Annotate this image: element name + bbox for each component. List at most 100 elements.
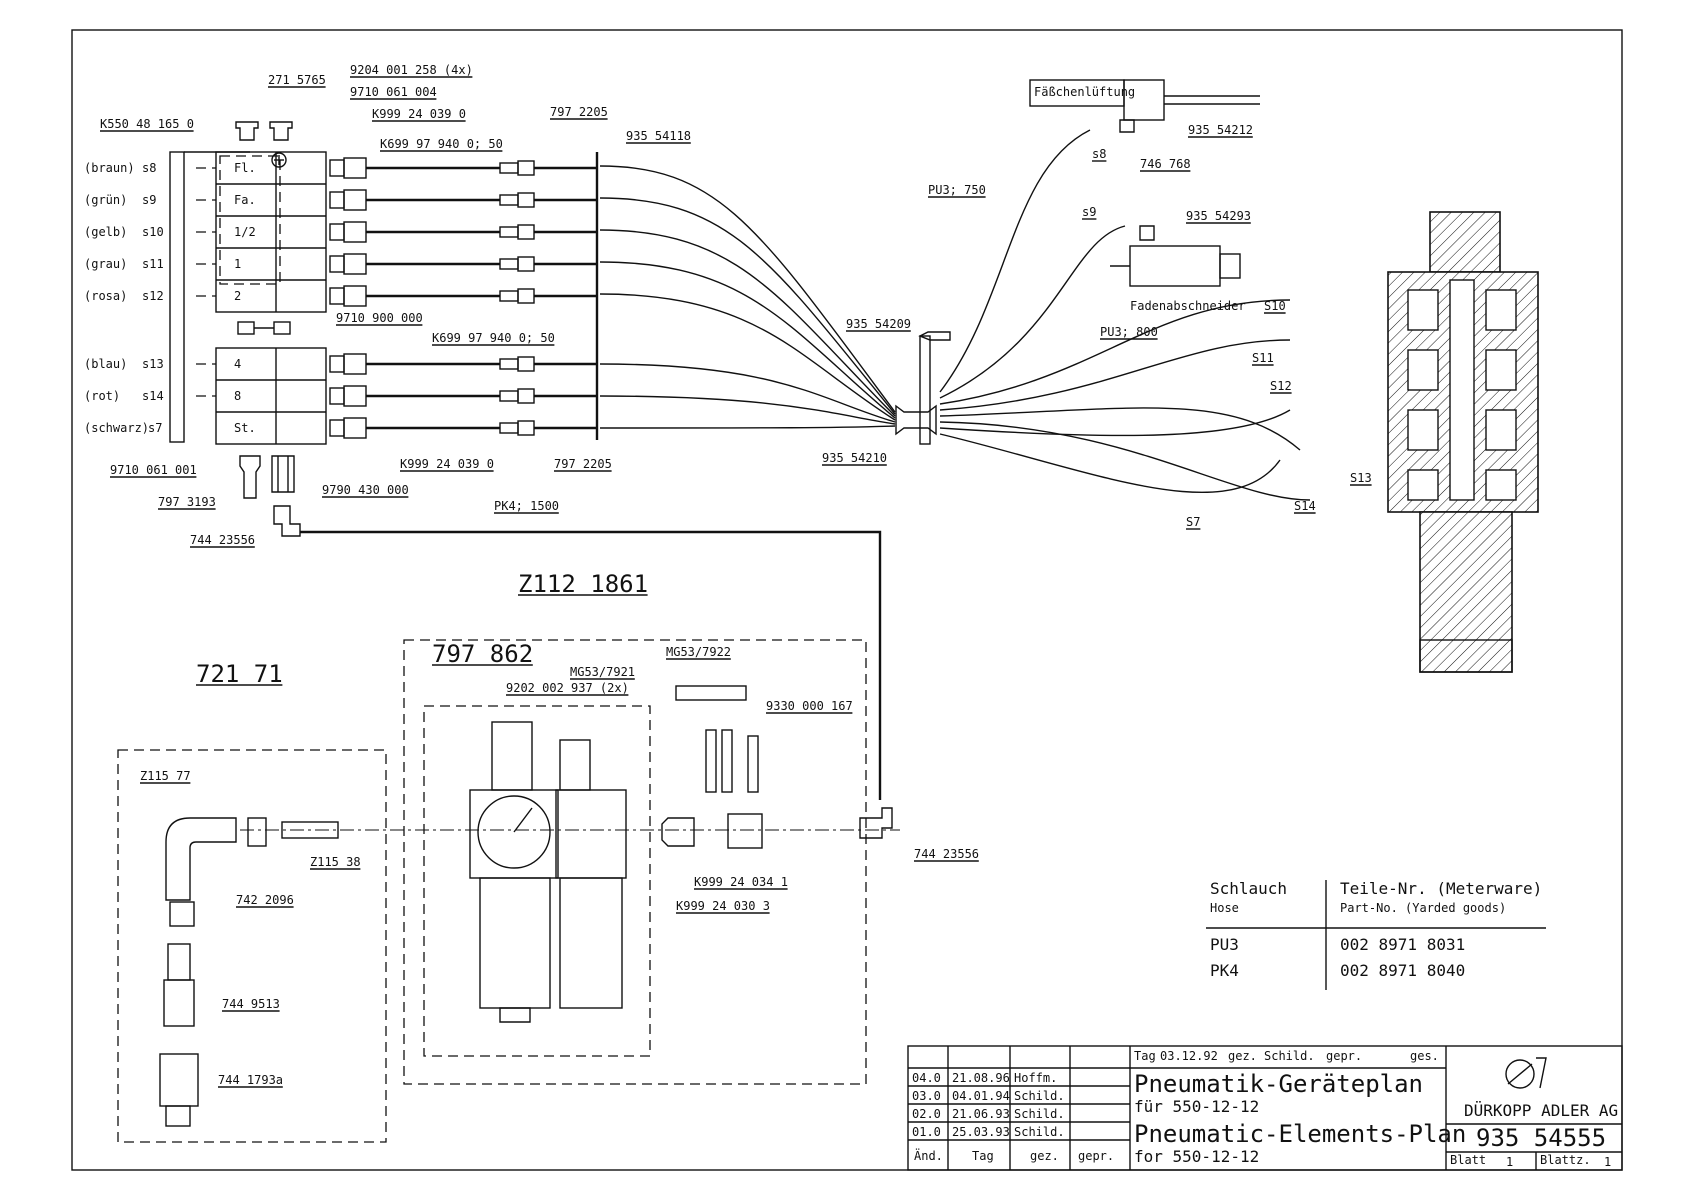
row-color-s11: (grau) [84,257,127,271]
label-p742-2096: 742 2096 [236,893,294,907]
label-pMG53-b: MG53/7921 [570,665,635,679]
hose-connector-8 [343,417,367,439]
distributor-935-54210 [895,331,951,445]
row-color-s13: (blau) [84,357,127,371]
filter-regulator [469,721,627,1023]
hose-connector-4 [329,255,345,273]
hose-connector-4 [343,253,367,275]
hose-connector-5 [517,288,535,304]
rev-name-2: Schild. [1014,1089,1065,1103]
label-p935-54210: 935 54210 [822,451,887,465]
label-p744-9513: 744 9513 [222,997,280,1011]
elbow-z115-77 [165,817,237,901]
hose-connector-2 [517,192,535,208]
hose-connector-8 [329,419,345,437]
label-p9204: 9204 001 258 (4x) [350,63,473,77]
label-pS7: S7 [1186,515,1200,529]
hose-connector-3 [343,221,367,243]
label-p744-23556-b: 744 23556 [914,847,979,861]
valve-block [169,121,327,537]
row-color-s9: (grün) [84,193,127,207]
label-pPU3-750: PU3; 750 [928,183,986,197]
drawing-frame [71,29,1623,1171]
row-color-s10: (gelb) [84,225,127,239]
tb-subtitle-de: für 550-12-12 [1134,1097,1259,1116]
row-signal-s13: s13 [142,357,164,371]
label-pS14: S14 [1294,499,1316,513]
row-cell-s9: Fa. [234,193,256,207]
hose-connector-1 [329,159,345,177]
hose-connector-6 [517,356,535,372]
label-pK699-top: K699 97 940 0; 50 [380,137,503,151]
tb-tag-value: 03.12.92 [1160,1049,1218,1063]
hose-col1-sub: Hose [1210,901,1239,915]
hose-col2-sub: Part-No. (Yarded goods) [1340,901,1506,915]
valve-section [1387,211,1539,673]
rev-index-3: 02.0 [912,1107,941,1121]
hose-connector-5 [499,290,519,302]
tb-tag-label: Tag [1134,1049,1156,1063]
row-signal-s7: s7 [148,421,162,435]
assembly-797-862-box [423,705,651,1057]
rev-date-4: 25.03.93 [952,1125,1010,1139]
rev-date-1: 21.08.96 [952,1071,1010,1085]
row-signal-s14: s14 [142,389,164,403]
label-p9710-900: 9710 900 000 [336,311,423,325]
tb-company: DÜRKOPP ADLER AG [1464,1101,1618,1120]
row-cell-s11: 1 [234,257,241,271]
label-p721-71: 721 71 [196,660,283,688]
hose-connector-8 [499,422,519,434]
cylinder-faeschenlueftung [1029,79,1260,133]
label-ps8-top: s8 [1092,147,1106,161]
hose-connector-2 [343,189,367,211]
rev-header-2: Tag [972,1149,994,1163]
rev-header-3: gez. [1030,1149,1059,1163]
label-p935-54209: 935 54209 [846,317,911,331]
label-pS10: S10 [1264,299,1286,313]
row-signal-s9: s9 [142,193,156,207]
label-p935-54293: 935 54293 [1186,209,1251,223]
label-p9330: 9330 000 167 [766,699,853,713]
cylinder-fadenabschneider [1110,225,1241,287]
hose-connector-1 [499,162,519,174]
row-color-s7: (schwarz) [84,421,149,435]
tb-title-de: Pneumatik-Geräteplan [1134,1070,1423,1098]
label-p797-top: 797 2205 [550,105,608,119]
label-pMG53-a: MG53/7922 [666,645,731,659]
row-color-s8: (braun) [84,161,135,175]
label-pK999-034: K999 24 034 1 [694,875,788,889]
hose-connector-4 [517,256,535,272]
label-pFaeschen: Fäßchenlüftung [1034,85,1135,99]
row-cell-s8: Fl. [234,161,256,175]
label-p797-bot: 797 2205 [554,457,612,471]
tb-subtitle-en: for 550-12-12 [1134,1147,1259,1166]
rev-index-1: 04.0 [912,1071,941,1085]
assembly-721-71-box [117,749,387,1143]
title-block [907,1045,1623,1171]
rev-header-1: Änd. [914,1148,943,1163]
hose-bundle [599,165,896,429]
row-cell-s14: 8 [234,389,241,403]
label-p9710-004: 9710 061 004 [350,85,437,99]
assembly-z112-1861-box [403,639,867,1085]
hose-connector-6 [329,355,345,373]
hose-connector-3 [517,224,535,240]
label-p9202: 9202 002 937 (2x) [506,681,629,695]
label-p744-1793: 744 1793a [218,1073,283,1087]
hose-connector-8 [517,420,535,436]
right-hose-bundle [939,129,1311,501]
hose-connector-3 [329,223,345,241]
label-pZ112: Z112 1861 [518,570,648,598]
tb-gepr-label: gepr. [1326,1049,1362,1063]
row-signal-s12: s12 [142,289,164,303]
label-pS11: S11 [1252,351,1274,365]
hose-connector-1 [343,157,367,179]
label-pK699-bot: K699 97 940 0; 50 [432,331,555,345]
row-cell-s12: 2 [234,289,241,303]
label-p744-23556-a: 744 23556 [190,533,255,547]
tb-gez-value: Schild. [1264,1049,1315,1063]
row-signal-s11: s11 [142,257,164,271]
row-color-s14: (rot) [84,389,120,403]
